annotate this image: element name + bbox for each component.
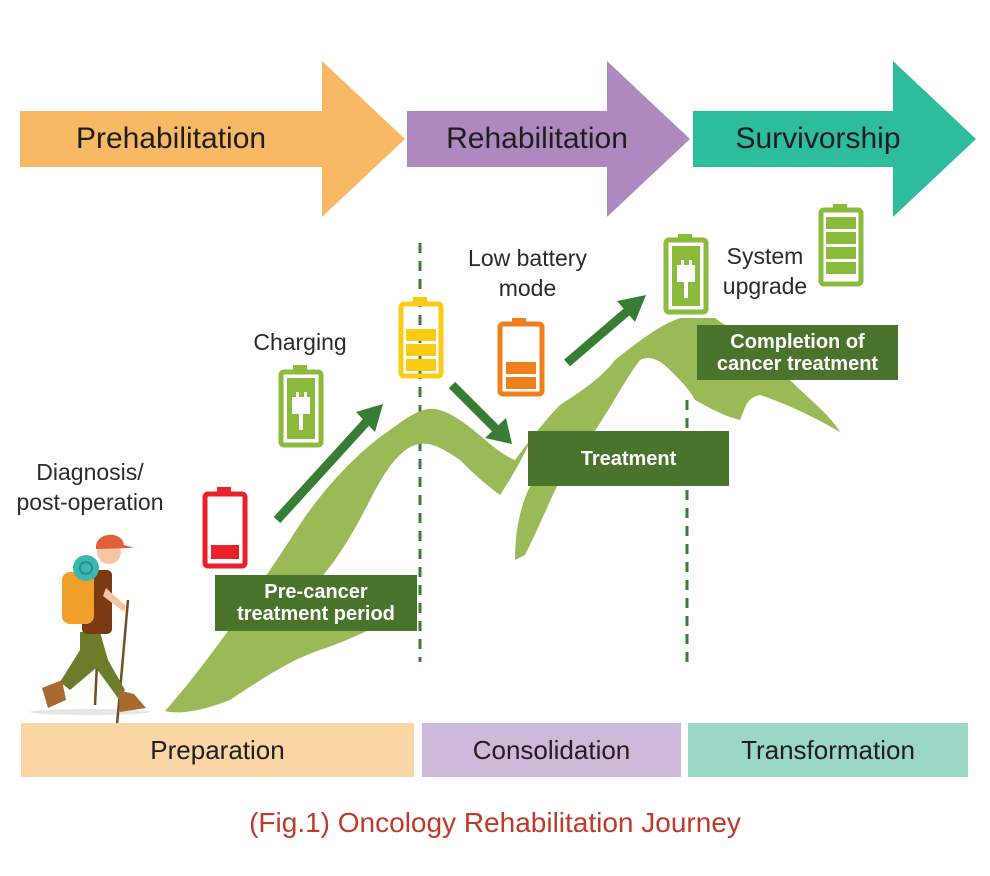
trend-arrow-up-1 [273, 404, 383, 524]
phase-arrow-rehabilitation [407, 61, 690, 217]
label-system-upgrade: System upgrade [722, 243, 808, 299]
stage-label-consolidation: Consolidation [472, 734, 631, 765]
stage-label-preparation: Preparation [150, 734, 285, 765]
phase-label-rehabilitation: Rehabilitation [446, 122, 628, 155]
stage-label-transformation: Transformation [741, 734, 915, 765]
figure-caption: (Fig.1) Oncology Rehabilitation Journey [249, 807, 741, 838]
stage-band-transformation: Transformation [688, 723, 968, 777]
label-low-battery: Low battery mode [468, 245, 587, 301]
phase-label-prehabilitation: Prehabilitation [75, 122, 267, 155]
stage-band-preparation: Preparation [21, 723, 414, 777]
battery-upgrade-charging-icon [663, 234, 709, 315]
battery-charging-icon [278, 365, 324, 448]
label-diagnosis: Diagnosis/ post-operation [16, 459, 164, 515]
milestone-completion: Completion of cancer treatment [697, 325, 898, 380]
phase-label-survivorship: Survivorship [735, 122, 901, 155]
trend-arrow-down [448, 381, 512, 444]
battery-empty-icon [202, 487, 248, 569]
trend-arrow-up-2 [564, 295, 646, 367]
battery-half-icon [497, 318, 545, 397]
phase-arrow-survivorship [693, 61, 976, 217]
milestone-pre-cancer: Pre-cancer treatment period [215, 575, 417, 631]
battery-three-quarter-icon [398, 297, 444, 379]
label-charging: Charging [253, 329, 347, 355]
battery-full-icon [818, 204, 864, 287]
milestone-treatment: Treatment [528, 431, 729, 486]
stage-band-consolidation: Consolidation [422, 723, 681, 777]
phase-arrow-prehabilitation [20, 61, 405, 217]
hiker-illustration [30, 534, 150, 726]
